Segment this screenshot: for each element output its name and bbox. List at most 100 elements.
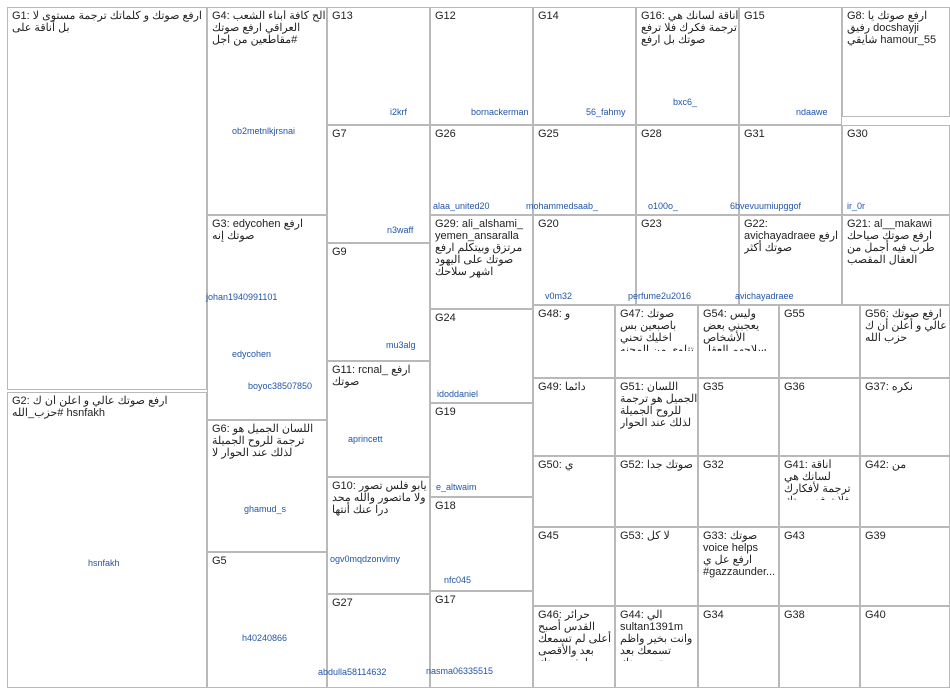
group-panel-g45: G45 bbox=[533, 527, 615, 606]
group-panel-g21: G21: al__makawi ارفع صوتك صياحك طرب فيه … bbox=[842, 215, 950, 305]
group-panel-g39: G39 bbox=[860, 527, 950, 606]
group-panel-g31: G31 bbox=[739, 125, 842, 215]
group-title: G40 bbox=[865, 609, 886, 621]
group-title: G31 bbox=[744, 128, 765, 140]
group-title: G39 bbox=[865, 530, 886, 542]
node-label-h40240866: h40240866 bbox=[242, 633, 288, 643]
group-panel-g12: G12 bbox=[430, 7, 533, 125]
group-panel-g9: G9 bbox=[327, 243, 430, 361]
group-title: G56: ارفع صوتك عالي و أعلن أن ك حزب الله bbox=[865, 308, 950, 344]
node-label-ir-0r: ir_0r bbox=[847, 201, 866, 211]
group-panel-g4: G4: الح كافة أبناء الشعب العراقي ارفع صو… bbox=[207, 7, 327, 215]
group-title: G49: دائما bbox=[538, 381, 586, 393]
group-title: G19 bbox=[435, 406, 456, 418]
group-panel-g47: G47: صوتك باصبعين بس اخليك تحني تتلوى من… bbox=[615, 305, 698, 378]
node-label-bornackerman: bornackerman bbox=[471, 107, 529, 117]
group-panel-g50: G50: ي bbox=[533, 456, 615, 527]
group-panel-g20: G20 bbox=[533, 215, 636, 305]
group-panel-g54: G54: وليس يعجبني بعض الأشخاص سلاحهم العق… bbox=[698, 305, 779, 378]
group-title: G25 bbox=[538, 128, 559, 140]
group-panel-g48: G48: و bbox=[533, 305, 615, 378]
group-panel-g26: G26 bbox=[430, 125, 533, 215]
group-panel-g51: G51: اللسان الجميل هو ترجمة للروح الجميل… bbox=[615, 378, 698, 456]
group-panel-g22: G22: avichayadraee ارفع صوتك أكثر bbox=[739, 215, 842, 305]
group-title: G27 bbox=[332, 597, 353, 609]
group-title: G3: edycohen ارفع صوتك إنه bbox=[212, 218, 307, 242]
group-title: G15 bbox=[744, 10, 765, 22]
group-panel-g17: G17 bbox=[430, 591, 533, 688]
group-title: G6: اللسان الجميل هو ترجمة للروح الجميلة… bbox=[212, 423, 317, 459]
group-panel-g43: G43 bbox=[779, 527, 860, 606]
group-title: G10: يابو فلس تصور ولا ماتصور والله محد … bbox=[332, 480, 430, 516]
group-title: G53: لا كل bbox=[620, 530, 670, 542]
node-label-hsnfakh: hsnfakh bbox=[88, 558, 120, 568]
node-label-n3waff: n3waff bbox=[387, 225, 414, 235]
group-title: G44: الي sultan1391m وانت بخير واظم تسمع… bbox=[620, 609, 693, 661]
group-title: G12 bbox=[435, 10, 456, 22]
node-label-mu3alg: mu3alg bbox=[386, 340, 416, 350]
group-title: G5 bbox=[212, 555, 227, 567]
group-title: G18 bbox=[435, 500, 456, 512]
group-panel-g38: G38 bbox=[779, 606, 860, 688]
group-panel-g1: G1: ارفع صوتك و كلماتك ترجمة مستوى لا بل… bbox=[7, 7, 207, 390]
group-title: G42: من bbox=[865, 459, 907, 471]
group-panel-g49: G49: دائما bbox=[533, 378, 615, 456]
group-title: G30 bbox=[847, 128, 868, 140]
group-panel-g14: G14 bbox=[533, 7, 636, 125]
group-title: G22: avichayadraee ارفع صوتك أكثر bbox=[744, 218, 842, 254]
group-panel-g15: G15 bbox=[739, 7, 842, 125]
group-title: G28 bbox=[641, 128, 662, 140]
group-panel-g42: G42: من bbox=[860, 456, 950, 527]
group-panel-g10: G10: يابو فلس تصور ولا ماتصور والله محد … bbox=[327, 477, 430, 594]
group-title: G16: أناقة لسانك هي ترجمة فكرك فلا ترفع … bbox=[641, 10, 739, 46]
group-panel-g32: G32 bbox=[698, 456, 779, 527]
group-title: G20 bbox=[538, 218, 559, 230]
group-title: G50: ي bbox=[538, 459, 574, 471]
group-panel-g7: G7 bbox=[327, 125, 430, 243]
group-title: G34 bbox=[703, 609, 724, 621]
group-title: G24 bbox=[435, 312, 456, 324]
group-panel-g40: G40 bbox=[860, 606, 950, 688]
group-title: G41: أناقة لسانك هي ترجمة لأفكارك فلا تر… bbox=[784, 459, 851, 500]
node-label-edycohen: edycohen bbox=[232, 349, 272, 359]
group-title: G54: وليس يعجبني بعض الأشخاص سلاحهم العق… bbox=[703, 308, 767, 351]
group-panel-g55: G55 bbox=[779, 305, 860, 378]
group-panel-g11: G11: rcnal_ ارفع صوتك bbox=[327, 361, 430, 477]
group-title: G4: الح كافة أبناء الشعب العراقي ارفع صو… bbox=[212, 10, 326, 46]
group-title: G23 bbox=[641, 218, 662, 230]
node-label-perfume2u2016: perfume2u2016 bbox=[628, 291, 692, 301]
group-title: G35 bbox=[703, 381, 724, 393]
group-title: G14 bbox=[538, 10, 559, 22]
group-panel-g5: G5 bbox=[207, 552, 327, 688]
node-label-nasma06335515: nasma06335515 bbox=[426, 666, 494, 676]
group-panel-g19: G19 bbox=[430, 403, 533, 497]
group-panel-g6: G6: اللسان الجميل هو ترجمة للروح الجميلة… bbox=[207, 420, 327, 552]
group-panel-g37: G37: نكره bbox=[860, 378, 950, 456]
node-label-avichayadraee: avichayadraee bbox=[735, 291, 794, 301]
group-panel-g23: G23 bbox=[636, 215, 739, 305]
group-title: G51: اللسان الجميل هو ترجمة للروح الجميل… bbox=[620, 381, 698, 429]
group-panel-g46: G46: حرائر القدس أصبح أعلى لم تسمعك بعد … bbox=[533, 606, 615, 688]
node-label-o100o-: o100o_ bbox=[648, 201, 679, 211]
node-label-ob2metnlkjrsnai: ob2metnlkjrsnai bbox=[232, 126, 296, 136]
group-panel-g2: G2: ارفع صوتك عالي و اعلن أن ك #حزب_الله… bbox=[7, 392, 207, 688]
group-title: G47: صوتك باصبعين بس اخليك تحني تتلوى من… bbox=[620, 308, 694, 351]
group-title: G9 bbox=[332, 246, 347, 258]
group-panel-g25: G25 bbox=[533, 125, 636, 215]
node-label-mohammedsaab-: mohammedsaab_ bbox=[526, 201, 599, 211]
node-label-nfc045: nfc045 bbox=[444, 575, 472, 585]
group-title: G29: ali_alshami_ yemen_ansaralla مرتزق … bbox=[435, 218, 527, 278]
node-label-boyoc38507850: boyoc38507850 bbox=[248, 381, 313, 391]
node-label-ogv0mqdzonvlmy: ogv0mqdzonvlmy bbox=[330, 554, 401, 564]
group-title: G33: صوتك voice helps ارفع عل ي #gazzaun… bbox=[703, 530, 776, 579]
group-panel-g28: G28 bbox=[636, 125, 739, 215]
group-title: G8: ارفع صوتك يا رفيق docshayji شايقي ha… bbox=[847, 10, 937, 46]
group-panel-g3: G3: edycohen ارفع صوتك إنه bbox=[207, 215, 327, 420]
group-panel-g8: G8: ارفع صوتك يا رفيق docshayji شايقي ha… bbox=[842, 7, 950, 117]
group-title: G26 bbox=[435, 128, 456, 140]
group-title: G55 bbox=[784, 308, 805, 320]
group-panel-g36: G36 bbox=[779, 378, 860, 456]
node-label-56-fahmy: 56_fahmy bbox=[586, 107, 626, 117]
group-panel-g44: G44: الي sultan1391m وانت بخير واظم تسمع… bbox=[615, 606, 698, 688]
group-title: G7 bbox=[332, 128, 347, 140]
